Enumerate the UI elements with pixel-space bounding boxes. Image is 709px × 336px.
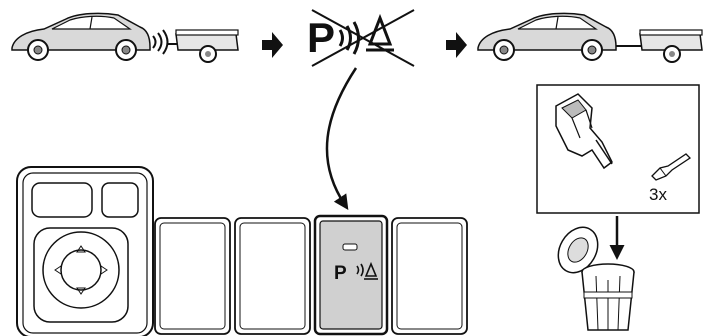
- car-towing-trailer-icon: [477, 12, 703, 63]
- terminal-pin-icon: [651, 153, 692, 181]
- blank-switch: [391, 217, 468, 335]
- wiring-connector-icon: [555, 93, 613, 170]
- mirror-adjust-switch-icon: [16, 166, 154, 336]
- trash-bin-icon: [557, 226, 635, 331]
- parking-switch-p-glyph: P: [334, 263, 347, 284]
- arrow-right-icon: [262, 32, 283, 58]
- svg-text:P: P: [307, 14, 335, 61]
- switch-panel: [16, 166, 468, 336]
- parking-sensor-switch-icon: [313, 214, 389, 336]
- curved-arrow-icon: [325, 67, 358, 210]
- blank-switch: [154, 217, 231, 335]
- parts-box: [536, 84, 700, 214]
- car-towing-trailer-icon: [11, 12, 239, 63]
- quantity-label: 3x: [649, 185, 667, 204]
- arrow-right-icon: [446, 32, 467, 58]
- parking-sensor-disabled-icon: P: [307, 9, 415, 67]
- blank-switch: [234, 217, 311, 335]
